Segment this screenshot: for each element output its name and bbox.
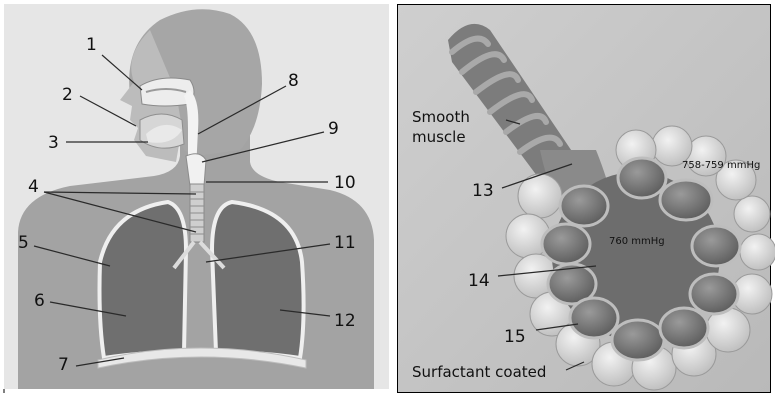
label-7: 7 [58,355,69,375]
larynx [186,154,206,186]
smooth-muscle-label-line2: muscle [412,128,466,146]
label-1: 1 [86,35,97,55]
left-panel: 1 2 3 4 5 6 7 8 9 10 11 12 [4,4,389,389]
label-12: 12 [334,311,356,331]
right-panel: Smooth muscle 758-759 mmHg 760 mmHg 13 1… [397,4,775,393]
label-5: 5 [18,233,29,253]
label-14: 14 [468,271,490,291]
label-15: 15 [504,327,526,347]
surfactant-label: Surfactant coated [412,363,546,381]
label-6: 6 [34,291,45,311]
pressure-outer-label: 758-759 mmHg [682,160,760,171]
label-9: 9 [328,119,339,139]
panel-divider [389,4,397,393]
label-13: 13 [472,181,494,201]
label-2: 2 [62,85,73,105]
label-10: 10 [334,173,356,193]
smooth-muscle-label-line1: Smooth [412,108,470,126]
label-3: 3 [48,133,59,153]
label-4: 4 [28,177,39,197]
pressure-inner-label: 760 mmHg [609,236,665,247]
label-8: 8 [288,71,299,91]
label-11: 11 [334,233,356,253]
